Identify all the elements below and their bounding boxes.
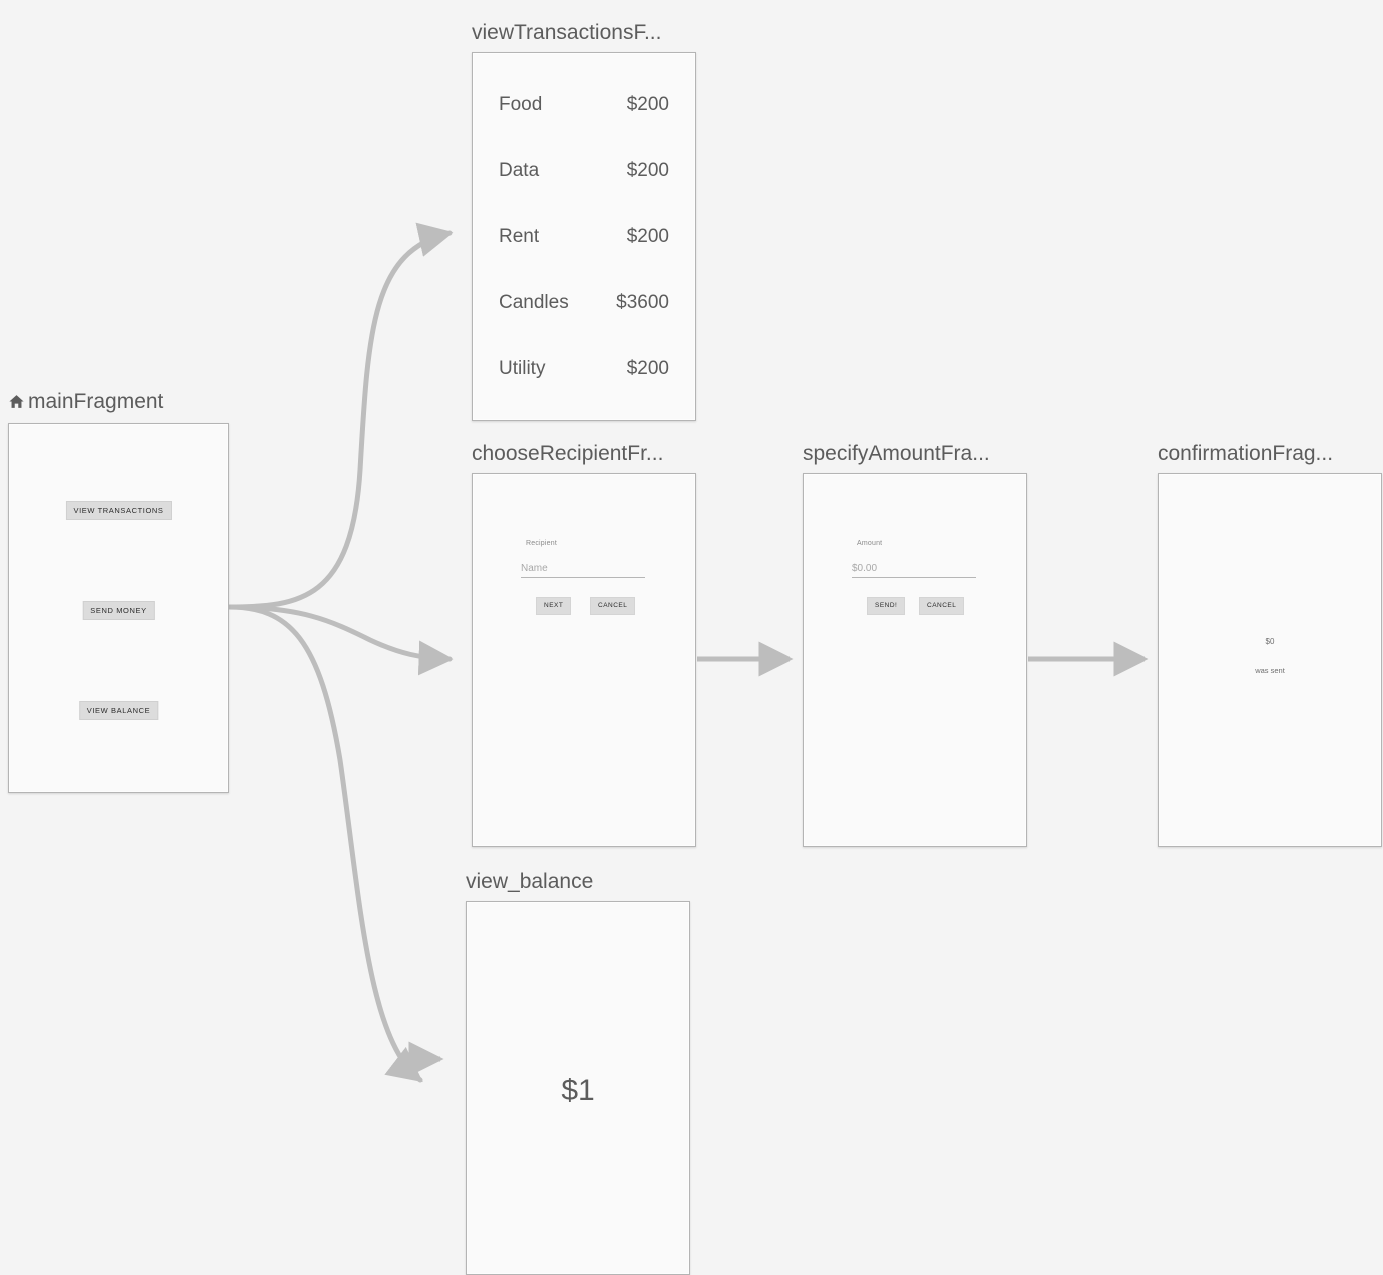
recipient-input[interactable]: Name [521, 563, 645, 578]
confirmation-amount: $0 [1265, 637, 1275, 646]
transaction-row: Rent $200 [473, 226, 695, 248]
transaction-amount: $200 [626, 160, 669, 181]
transaction-label: Rent [499, 226, 540, 247]
view-balance-button[interactable]: VIEW BALANCE [78, 701, 159, 720]
frame-view-transactions[interactable]: Food $200 Data $200 Rent $200 Candles $3… [472, 52, 696, 421]
frame-main-fragment[interactable]: VIEW TRANSACTIONS SEND MONEY VIEW BALANC… [8, 423, 229, 793]
cancel-button[interactable]: CANCEL [590, 597, 636, 615]
node-title-confirmation: confirmationFrag... [1158, 442, 1334, 465]
send-money-button[interactable]: SEND MONEY [82, 601, 155, 620]
transaction-label: Data [499, 160, 540, 181]
frame-confirmation[interactable]: $0 was sent [1158, 473, 1382, 847]
node-title-label: mainFragment [28, 390, 164, 413]
transaction-row: Food $200 [473, 94, 695, 116]
transaction-label: Food [499, 94, 543, 115]
transaction-row: Utility $200 [473, 358, 695, 380]
cancel-button[interactable]: CANCEL [919, 597, 965, 615]
transaction-amount: $3600 [616, 292, 669, 313]
home-icon [8, 391, 25, 417]
balance-amount: $1 [561, 1074, 595, 1107]
amount-field-label: Amount [857, 540, 883, 547]
node-title-main-fragment: mainFragment [8, 389, 163, 417]
next-button[interactable]: NEXT [536, 597, 572, 615]
frame-view-balance[interactable]: $1 [466, 901, 690, 1275]
node-title-view-transactions: viewTransactionsF... [472, 21, 662, 44]
node-title-view-balance: view_balance [466, 870, 594, 893]
edge-main-to-choose-recipient [226, 604, 454, 676]
transaction-label: Utility [499, 358, 546, 379]
transaction-row: Data $200 [473, 160, 695, 182]
edge-main-to-view-transactions [226, 222, 454, 610]
confirmation-message: was sent [1255, 666, 1285, 675]
view-transactions-button[interactable]: VIEW TRANSACTIONS [65, 501, 172, 520]
node-specify-amount-fragment[interactable]: specifyAmountFra... Amount $0.00 SEND! C… [803, 442, 1027, 847]
transaction-amount: $200 [626, 226, 669, 247]
frame-choose-recipient[interactable]: Recipient Name NEXT CANCEL [472, 473, 696, 847]
transaction-row: Candles $3600 [473, 292, 695, 314]
recipient-field-label: Recipient [526, 540, 557, 547]
node-choose-recipient-fragment[interactable]: chooseRecipientFr... Recipient Name NEXT… [472, 442, 696, 847]
transaction-amount: $200 [626, 358, 669, 379]
node-confirmation-fragment[interactable]: confirmationFrag... $0 was sent [1158, 442, 1382, 847]
send-button[interactable]: SEND! [867, 597, 906, 615]
frame-specify-amount[interactable]: Amount $0.00 SEND! CANCEL [803, 473, 1027, 847]
edge-main-to-view-balance [226, 604, 423, 1083]
node-view-transactions-fragment[interactable]: viewTransactionsF... Food $200 Data $200… [472, 21, 696, 421]
node-title-specify-amount: specifyAmountFra... [803, 442, 990, 465]
amount-input[interactable]: $0.00 [852, 563, 976, 578]
node-title-choose-recipient: chooseRecipientFr... [472, 442, 664, 465]
transaction-label: Candles [499, 292, 569, 313]
node-main-fragment[interactable]: mainFragment VIEW TRANSACTIONS SEND MONE… [8, 390, 229, 793]
transaction-amount: $200 [626, 94, 669, 115]
node-view-balance-fragment[interactable]: view_balance $1 [466, 870, 690, 1275]
